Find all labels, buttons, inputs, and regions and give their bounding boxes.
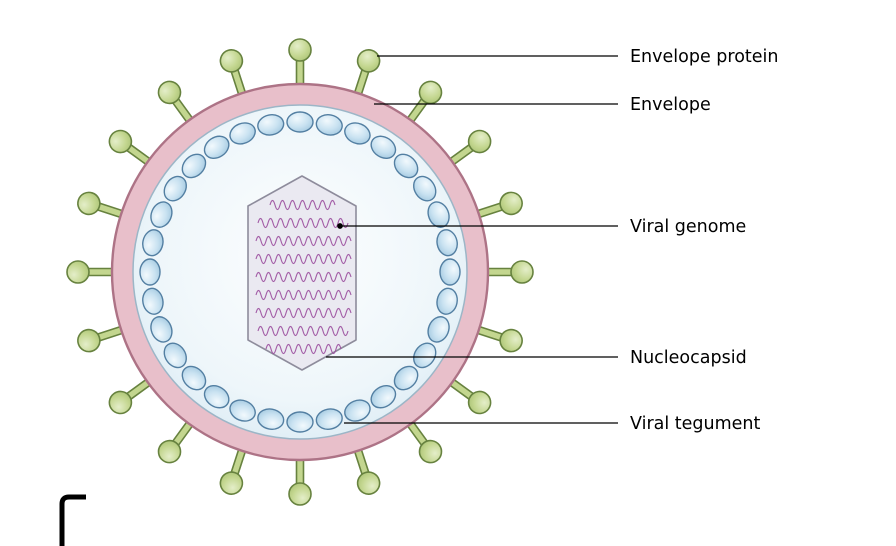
label-nucleocapsid: Nucleocapsid xyxy=(630,348,747,368)
spike-head xyxy=(418,80,443,105)
spike-head xyxy=(467,390,492,415)
tegument-bead xyxy=(286,111,314,133)
tegument-bead xyxy=(150,201,173,228)
tegument-bead xyxy=(344,399,371,422)
tegument-bead xyxy=(142,229,164,257)
genome-strand xyxy=(265,343,342,355)
tegument-bead xyxy=(413,342,437,369)
spike-head xyxy=(219,471,244,495)
tegument-bead xyxy=(229,399,256,422)
label-envelope-protein: Envelope protein xyxy=(630,47,779,67)
tegument-bead xyxy=(203,385,230,409)
tegument-bead xyxy=(181,153,207,179)
tegument-bead xyxy=(229,122,256,145)
tegument-bead xyxy=(286,411,314,433)
tegument-bead xyxy=(393,153,419,179)
tegument-bead xyxy=(436,287,458,315)
genome-strand xyxy=(255,271,352,283)
labels: Envelope protein Envelope Viral genome N… xyxy=(630,47,779,434)
spike-head xyxy=(157,439,182,464)
genome-strand xyxy=(255,235,352,247)
tegument-bead xyxy=(181,365,207,391)
tegument-bead xyxy=(439,258,461,286)
genome-strand xyxy=(257,217,349,229)
spike-head xyxy=(108,390,133,415)
tegument-bead xyxy=(370,135,397,159)
spike-head xyxy=(467,129,492,154)
label-viral-genome: Viral genome xyxy=(630,217,746,237)
tegument-bead xyxy=(315,114,343,136)
tegument-beads-layer xyxy=(139,111,461,433)
spike-head xyxy=(66,260,90,284)
spike-head xyxy=(219,49,244,73)
spike-head xyxy=(108,129,133,154)
spike-head xyxy=(288,482,312,506)
label-envelope: Envelope xyxy=(630,95,711,115)
tegument-bead xyxy=(436,229,458,257)
genome-strand xyxy=(257,325,349,337)
nucleocapsid-hexagon xyxy=(247,175,357,371)
spike-head xyxy=(510,260,534,284)
tegument-bead xyxy=(370,385,397,409)
spike-head xyxy=(356,49,381,73)
tegument-bead xyxy=(344,122,371,145)
genome-strand xyxy=(255,307,352,319)
tegument-bead xyxy=(150,316,173,343)
spike-head xyxy=(499,328,523,353)
tegument-bead xyxy=(142,287,164,315)
tegument-bead xyxy=(163,342,187,369)
corner-bracket-mark xyxy=(59,494,86,546)
spike-head xyxy=(157,80,182,105)
tegument-bead xyxy=(427,316,450,343)
tegument-bead xyxy=(393,365,419,391)
spike-head xyxy=(288,38,312,62)
genome-pointer-dot xyxy=(337,223,343,229)
label-viral-tegument: Viral tegument xyxy=(630,414,761,434)
tegument-bead xyxy=(163,175,187,202)
spike-head xyxy=(356,471,381,495)
tegument-bead xyxy=(203,135,230,159)
tegument-bead xyxy=(139,258,161,286)
tegument-bead xyxy=(257,114,285,136)
spike-head xyxy=(418,439,443,464)
genome-strand xyxy=(255,253,352,265)
genome-strand xyxy=(269,199,336,211)
genome-strand xyxy=(255,289,352,301)
viral-genome-squiggles xyxy=(255,199,352,355)
tegument-bead xyxy=(315,408,343,430)
spike-head xyxy=(499,191,523,216)
tegument-bead xyxy=(257,408,285,430)
spike-head xyxy=(77,328,101,353)
tegument-bead xyxy=(413,175,437,202)
leader-lines xyxy=(326,55,618,424)
spike-head xyxy=(77,191,101,216)
